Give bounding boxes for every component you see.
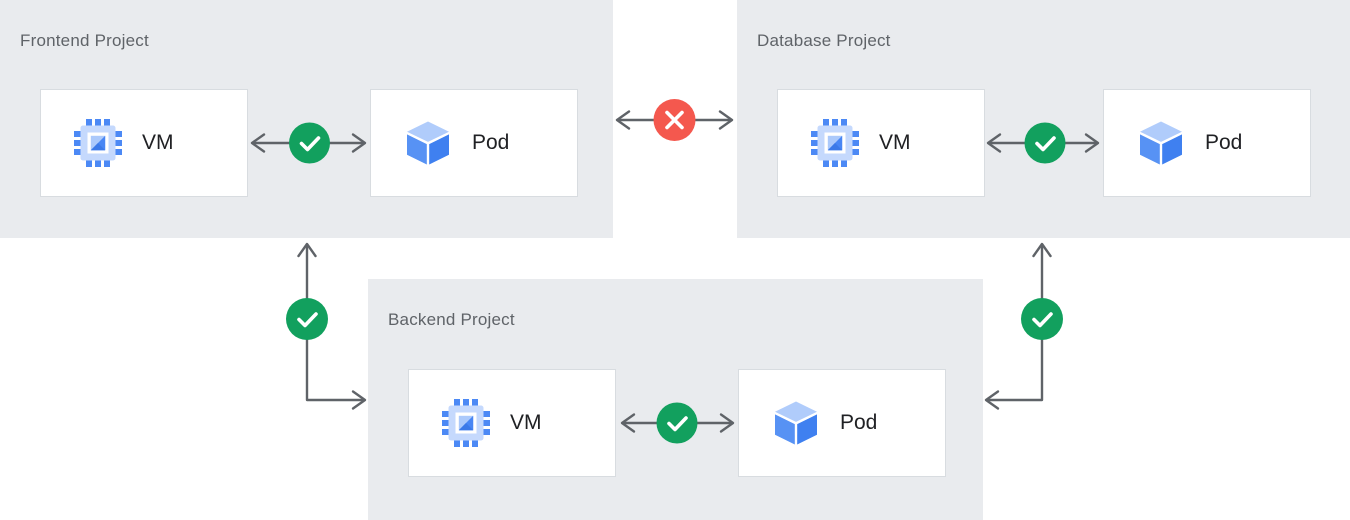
pod-node: Pod	[738, 369, 946, 477]
project-title: Frontend Project	[20, 31, 149, 50]
vm-node: VM	[408, 369, 616, 477]
check-icon	[1021, 298, 1063, 340]
vm-chip-icon	[811, 119, 859, 167]
node-label: VM	[142, 131, 174, 154]
pod-cube-icon	[404, 119, 452, 167]
node-label: VM	[510, 411, 542, 434]
node-label: Pod	[1205, 131, 1243, 154]
pod-cube-icon	[772, 399, 820, 447]
pod-node: Pod	[370, 89, 578, 197]
project-panel-frontend: Frontend Project VM Pod	[0, 0, 613, 238]
project-panel-database: Database Project VM Pod	[737, 0, 1350, 238]
vm-node: VM	[40, 89, 248, 197]
vm-chip-icon	[74, 119, 122, 167]
link-frontend-database	[615, 99, 734, 141]
link-frontend-backend	[286, 242, 367, 410]
project-title: Database Project	[757, 31, 891, 50]
vm-chip-icon	[442, 399, 490, 447]
vm-node: VM	[777, 89, 985, 197]
cross-icon	[653, 99, 696, 141]
node-label: Pod	[472, 131, 510, 154]
link-database-backend	[984, 242, 1063, 410]
node-label: VM	[879, 131, 911, 154]
check-icon	[286, 298, 328, 340]
pod-cube-icon	[1137, 119, 1185, 167]
project-title: Backend Project	[388, 310, 515, 329]
node-label: Pod	[840, 411, 878, 434]
pod-node: Pod	[1103, 89, 1311, 197]
project-panel-backend: Backend Project VM Pod	[368, 279, 983, 520]
